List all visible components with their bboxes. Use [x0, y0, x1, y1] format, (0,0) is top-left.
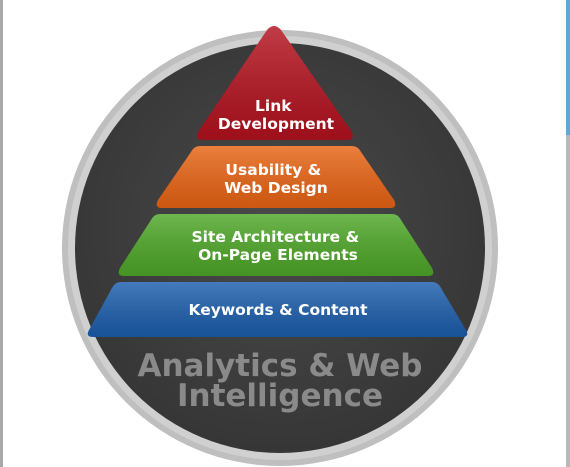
- tier-shine: [87, 282, 468, 337]
- tier-shine: [197, 26, 353, 140]
- tier-label-line: Keywords & Content: [188, 301, 368, 319]
- base-label-line-2: Intelligence: [177, 378, 383, 414]
- tier-shine: [118, 214, 434, 276]
- tier-label-line: Usability &: [225, 161, 321, 179]
- pyramid-tier-usability-web-design: Usability & Web Design: [156, 146, 396, 208]
- right-frame-accent: [566, 0, 570, 135]
- tier-label-line: Development: [218, 115, 335, 133]
- tier-label-line: Link: [255, 97, 292, 115]
- left-frame-edge: [0, 0, 3, 467]
- base-label-line-1: Analytics & Web: [137, 348, 422, 384]
- tier-label-line: Site Architecture &: [192, 228, 360, 246]
- svg-text:Link Development: Link Development: [218, 97, 335, 133]
- pyramid-tier-link-development: Link Development: [197, 26, 353, 140]
- svg-text:Site Architecture & On-P: Site Architecture & On-Page Elements: [192, 228, 365, 264]
- tier-label-line: Web Design: [224, 179, 328, 197]
- svg-text:Keywords & Content: Keywords & Content: [188, 301, 368, 319]
- base-label-analytics: Analytics & Web Intelligence: [137, 348, 422, 414]
- tier-shine: [156, 146, 396, 208]
- right-frame-edge: [566, 0, 570, 467]
- svg-text:Usability & Web Design: Usability & Web Design: [224, 161, 328, 197]
- tier-label-line: On-Page Elements: [198, 246, 358, 264]
- pyramid-tier-site-architecture: Site Architecture & On-Page Elements: [118, 214, 434, 276]
- pyramid-tier-keywords-content: Keywords & Content: [87, 282, 468, 337]
